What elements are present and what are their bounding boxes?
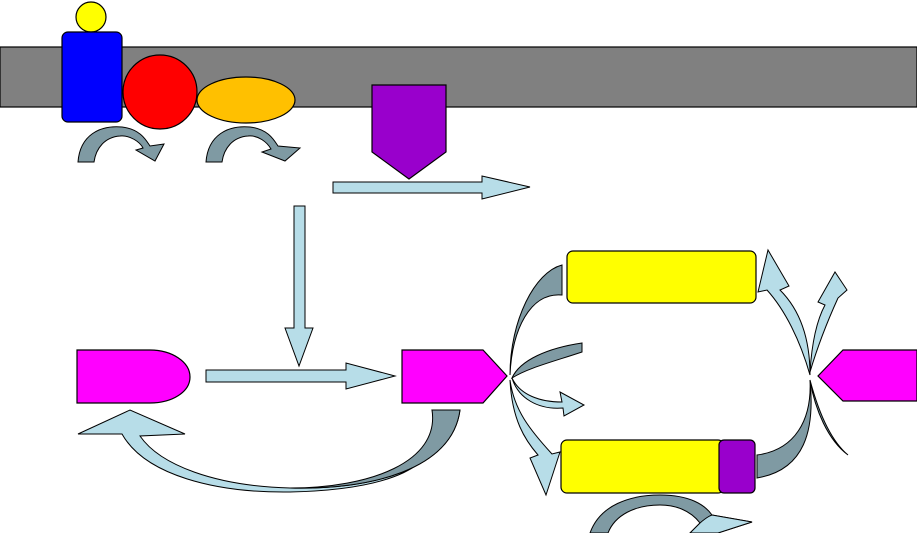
curved-arrow-under-bottom-box-head	[689, 514, 753, 533]
yellow-box-top	[566, 250, 757, 304]
orange-protein-ellipse	[196, 76, 296, 124]
light-arc-side	[511, 377, 586, 417]
arrow-down	[284, 205, 314, 368]
red-protein-circle	[122, 54, 198, 130]
purple-pentagon	[371, 84, 447, 180]
yellow-box-bottom	[560, 439, 725, 494]
magenta-pentagon-center	[401, 349, 508, 404]
light-arc-to-bottom-box	[509, 379, 561, 497]
curved-arrow-under-orange	[205, 126, 302, 163]
light-arc-right-to-top-box	[757, 248, 811, 376]
dark-arc-right-to-purple-tag	[756, 379, 812, 479]
dark-arc-right-down	[809, 379, 849, 456]
purple-tag	[718, 439, 756, 494]
ligand-circle	[75, 1, 107, 33]
receptor-block	[61, 31, 123, 123]
arrow-right-middle	[205, 362, 397, 390]
return-arc-dark-segment	[289, 409, 461, 489]
arrow-right-top	[332, 175, 531, 200]
dark-arc-side	[510, 342, 583, 380]
curved-arrow-under-receptor	[77, 126, 165, 163]
dark-arc-to-top-box	[509, 264, 563, 376]
light-arc-right-up	[809, 271, 848, 373]
return-arc-arrow	[77, 409, 461, 493]
magenta-pentagon-right	[817, 349, 917, 402]
magenta-half-oval	[76, 349, 191, 404]
